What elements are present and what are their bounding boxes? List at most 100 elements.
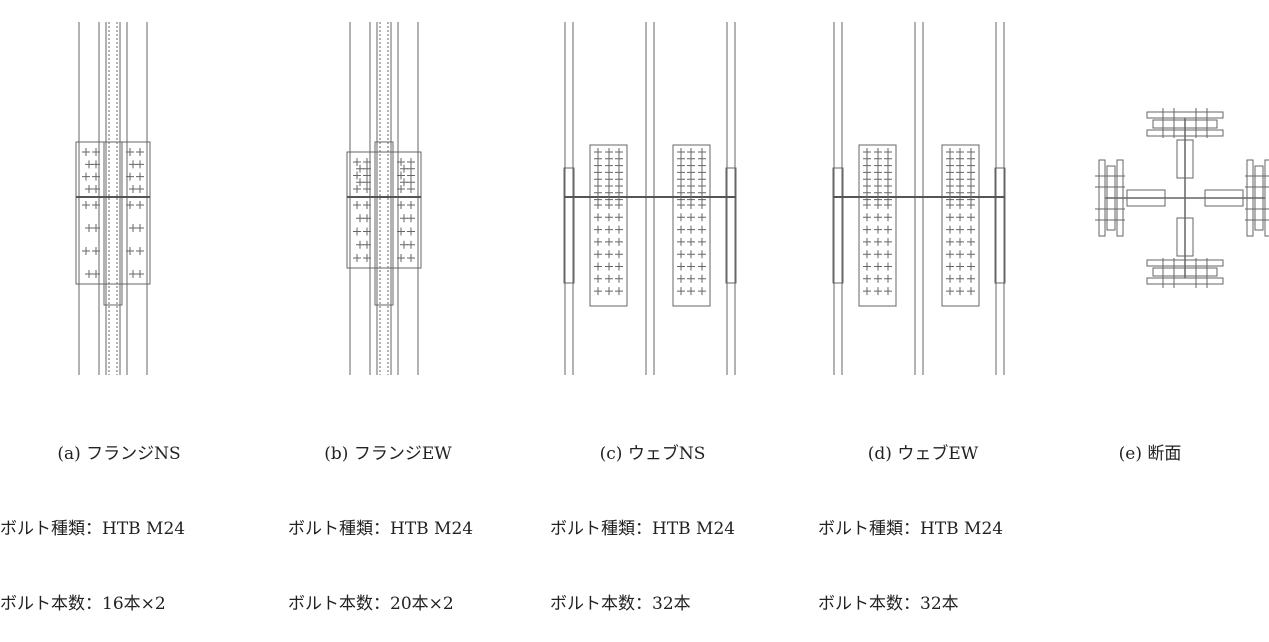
bolt-mark [594, 225, 602, 234]
section-splice-plate [1246, 159, 1254, 237]
caption-title: (b) フランジEW [324, 444, 452, 464]
bolt-mark [874, 237, 882, 246]
bolt-mark [677, 188, 685, 197]
bolt-mark [956, 148, 964, 156]
bolt-mark [605, 250, 613, 259]
section-splice-plate [1098, 159, 1106, 237]
bolt-mark [407, 178, 415, 187]
bolt-mark [605, 188, 613, 197]
bolt-mark [946, 168, 954, 177]
bolt-mark [363, 214, 371, 223]
bolt-mark [884, 182, 892, 190]
bolt-mark [946, 213, 954, 222]
web-splice-plate [589, 144, 628, 307]
bolt-mark [967, 201, 975, 209]
section-splice-plate [1146, 129, 1224, 137]
bolt-mark [92, 172, 100, 181]
bolt-mark [82, 148, 90, 156]
bolt-mark [677, 182, 685, 190]
bolt-mark [884, 225, 892, 234]
bolt-mark [605, 262, 613, 271]
bolt-mark [884, 154, 892, 163]
bolt-mark [677, 161, 685, 170]
bolt-mark [615, 188, 623, 197]
bolt-mark [946, 188, 954, 197]
bolt-mark [884, 161, 892, 170]
bolt-mark [946, 182, 954, 190]
bolt-mark [594, 168, 602, 177]
bolt-mark [874, 250, 882, 259]
bolt-mark [136, 160, 144, 169]
bolt-type-label: ボルト種類：HTB M24 [818, 519, 1004, 539]
bolt-mark [615, 274, 623, 283]
bolt-mark [677, 154, 685, 163]
bolt-mark [863, 168, 871, 177]
side-plate [832, 167, 844, 284]
bolt-mark [594, 188, 602, 197]
bolt-mark [677, 237, 685, 246]
bolt-mark [884, 188, 892, 197]
bolt-mark [956, 287, 964, 296]
bolt-mark [397, 171, 405, 180]
bolt-mark [687, 188, 695, 197]
cross-section-drawing [1095, 108, 1269, 288]
bolt-mark [407, 158, 415, 166]
bolt-mark [397, 201, 405, 209]
bolt-mark [400, 240, 408, 249]
bolt-mark [407, 201, 415, 209]
section-flange [1106, 165, 1116, 231]
bolt-mark [687, 161, 695, 170]
bolt-mark [698, 148, 706, 156]
side-plate [563, 167, 575, 284]
bolt-mark [136, 172, 144, 181]
bolt-mark [874, 262, 882, 271]
inner-splice-plate [103, 141, 123, 306]
bolt-mark [594, 154, 602, 163]
bolt-count-label: ボルト本数：32本 [550, 594, 691, 614]
bolt-mark [397, 227, 405, 236]
bolt-count-label: ボルト本数：32本 [818, 594, 959, 614]
bolt-mark [363, 254, 371, 262]
bolt-mark [92, 148, 100, 156]
bolt-mark [400, 214, 408, 223]
bolt-mark [956, 250, 964, 259]
bolt-mark [605, 154, 613, 163]
bolt-mark [687, 213, 695, 222]
bolt-mark [874, 182, 882, 190]
bolt-mark [92, 201, 100, 209]
bolt-mark [136, 224, 144, 232]
bolt-mark [884, 287, 892, 296]
bolt-mark [407, 171, 415, 180]
bolt-mark [946, 262, 954, 271]
bolt-mark [92, 270, 100, 278]
bolt-mark [363, 227, 371, 236]
bolt-mark [407, 227, 415, 236]
side-plate [725, 167, 737, 284]
bolt-mark [129, 185, 137, 193]
bolt-mark [698, 213, 706, 222]
bolt-mark [407, 240, 415, 249]
bolt-mark [956, 175, 964, 184]
bolt-mark [594, 201, 602, 209]
bolt-mark [687, 274, 695, 283]
bolt-mark [85, 224, 93, 232]
caption-title: (d) ウェブEW [867, 444, 979, 464]
bolt-mark [605, 168, 613, 177]
bolt-mark [698, 168, 706, 177]
bolt-mark [136, 201, 144, 209]
bolt-mark [136, 148, 144, 156]
section-web-plate [1204, 189, 1244, 207]
bolt-count-label: ボルト本数：20本×2 [288, 594, 454, 614]
bolt-mark [363, 164, 371, 173]
bolt-mark [946, 148, 954, 156]
flange-ew-drawing [346, 22, 422, 375]
bolt-mark [356, 164, 364, 173]
bolt-mark [946, 250, 954, 259]
bolt-mark [698, 188, 706, 197]
bolt-mark [967, 175, 975, 184]
bolt-mark [863, 201, 871, 209]
bolt-mark [687, 262, 695, 271]
bolt-mark [397, 185, 405, 193]
bolt-mark [946, 154, 954, 163]
bolt-mark [687, 154, 695, 163]
